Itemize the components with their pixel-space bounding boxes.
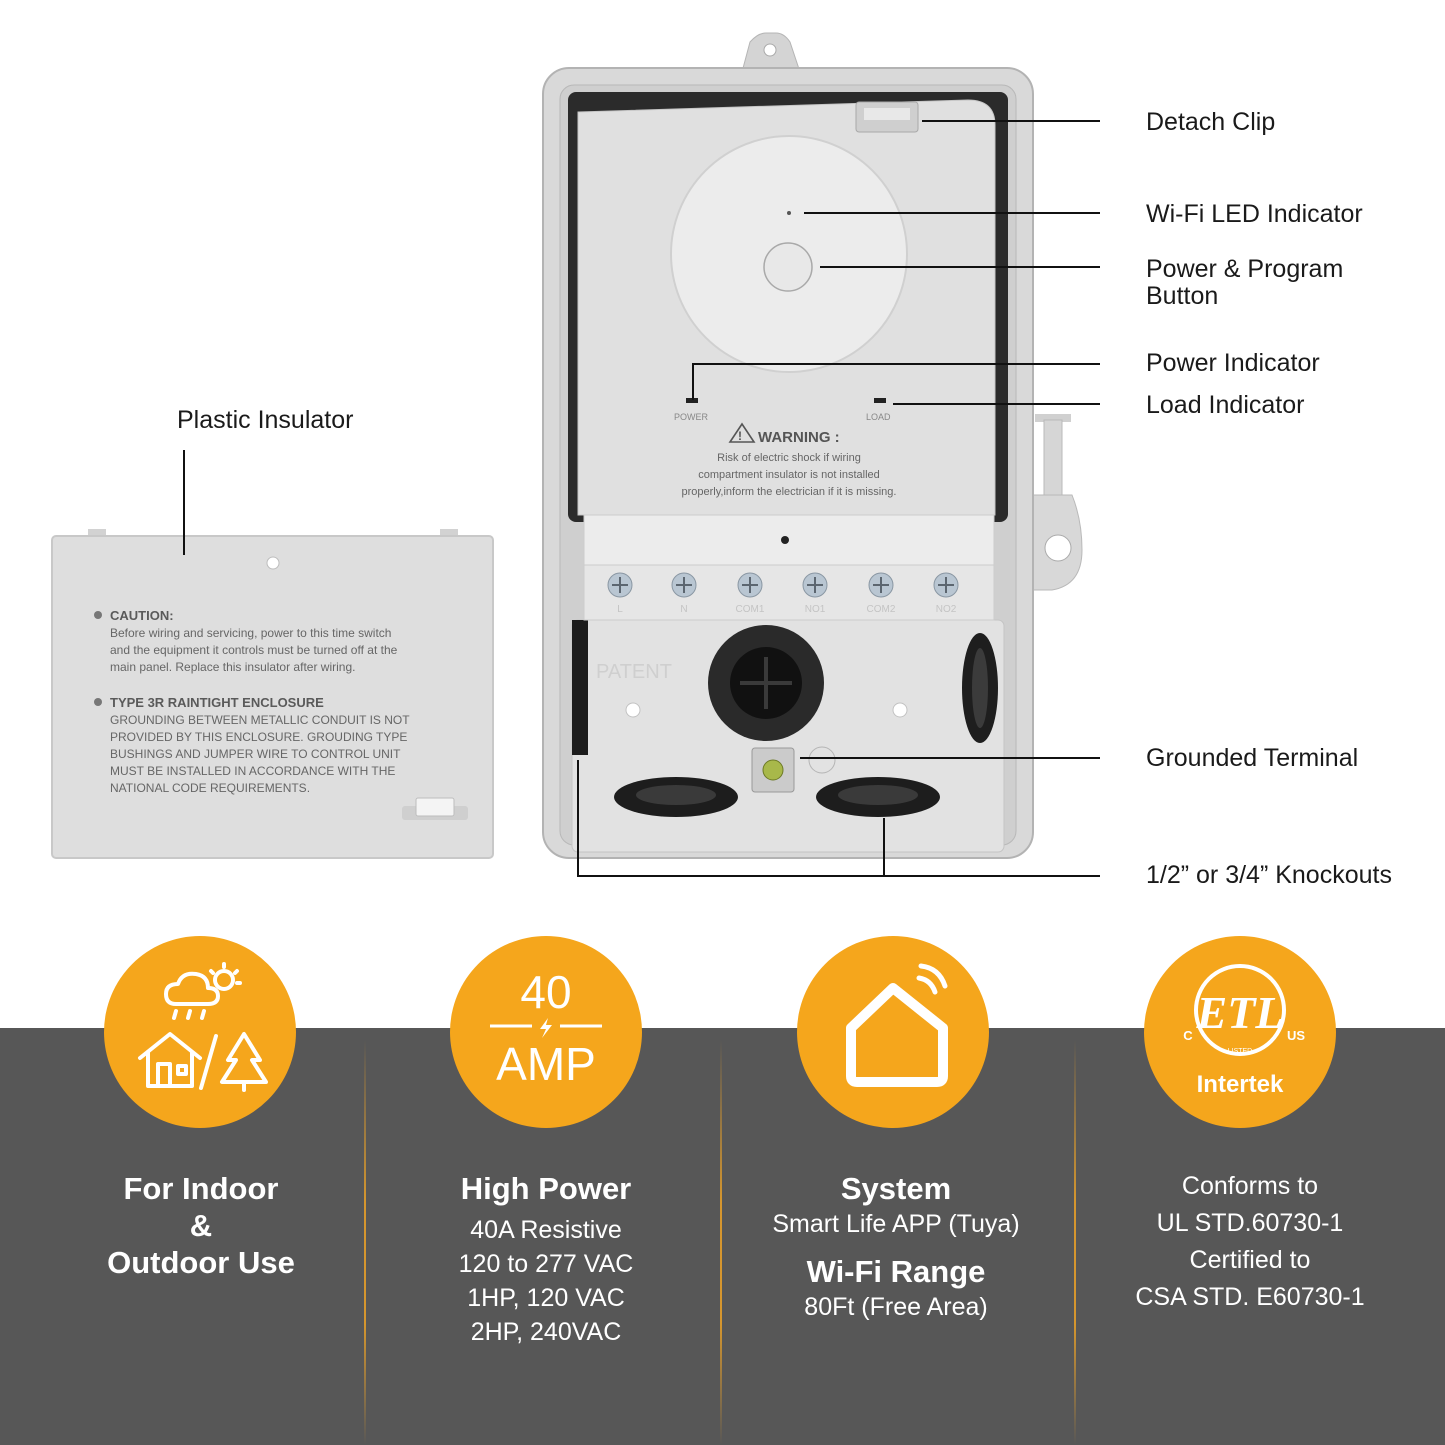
callout-power-program-line-2: Button — [1146, 282, 1219, 310]
type3r-line-2: PROVIDED BY THIS ENCLOSURE. GROUDING TYP… — [110, 730, 407, 744]
feature-high-power: High Power 40A Resistive 120 to 277 VAC … — [376, 1170, 716, 1349]
enclosure: POWER LOAD ! WARNING : Risk of electric … — [542, 32, 1083, 859]
type3r-title: TYPE 3R RAINTIGHT ENCLOSURE — [110, 695, 324, 710]
feature-cert-line-3: Certified to — [1189, 1246, 1311, 1274]
feature-power-line-2: 120 to 277 VAC — [458, 1250, 634, 1278]
power-led-label: POWER — [674, 412, 709, 422]
terminal-label-l: L — [617, 604, 623, 615]
feature-power-line-3: 1HP, 120 VAC — [467, 1284, 625, 1312]
cert-us: US — [1287, 1028, 1305, 1043]
feature-divider — [720, 1040, 722, 1445]
feature-cert-line-1: Conforms to — [1181, 1172, 1319, 1200]
caution-line-2: and the equipment it controls must be tu… — [110, 643, 398, 657]
feature-divider — [364, 1040, 366, 1445]
terminal-label-no1: NO1 — [805, 604, 826, 615]
terminal-label-n: N — [680, 604, 687, 615]
terminal-label-no2: NO2 — [936, 604, 957, 615]
feature-power-title: High Power — [460, 1171, 632, 1206]
callout-power-program-button: Power & Program Button — [1146, 256, 1343, 310]
cert-c: C — [1183, 1028, 1193, 1043]
callout-detach-clip: Detach Clip — [1146, 108, 1276, 136]
amp-rating-badge: 40 AMP — [450, 936, 642, 1128]
feature-indoor-title-3: Outdoor Use — [107, 1245, 295, 1280]
svg-text:!: ! — [738, 429, 742, 443]
feature-cert-line-4: CSA STD. E60730-1 — [1135, 1283, 1365, 1311]
load-led-label: LOAD — [866, 412, 891, 422]
feature-range-line: 80Ft (Free Area) — [804, 1293, 988, 1321]
product-diagram: CAUTION: Before wiring and servicing, po… — [51, 32, 1100, 877]
caution-line-3: main panel. Replace this insulator after… — [110, 660, 355, 674]
callout-plastic-insulator: Plastic Insulator — [177, 406, 354, 434]
feature-cert-line-2: UL STD.60730-1 — [1156, 1209, 1344, 1237]
cert-listed: LISTED — [1228, 1048, 1253, 1055]
callout-wifi-led-indicator: Wi-Fi LED Indicator — [1146, 200, 1363, 228]
feature-certification: Conforms to UL STD.60730-1 Certified to … — [1080, 1168, 1420, 1316]
warning-line-3: properly,inform the electrician if it is… — [682, 486, 897, 498]
warning-title: WARNING : — [758, 429, 840, 446]
feature-system-title: System — [840, 1171, 952, 1206]
feature-system: System Smart Life APP (Tuya) Wi-Fi Range… — [726, 1170, 1066, 1324]
cert-brand: Intertek — [1197, 1071, 1284, 1098]
callout-lines — [183, 120, 1100, 877]
type3r-line-5: NATIONAL CODE REQUIREMENTS. — [110, 781, 310, 795]
plastic-insulator-panel: CAUTION: Before wiring and servicing, po… — [51, 529, 494, 859]
type3r-line-4: MUST BE INSTALLED IN ACCORDANCE WITH THE — [110, 764, 395, 778]
terminal-label-com2: COM2 — [867, 604, 896, 615]
caution-title: CAUTION: — [110, 608, 174, 623]
warning-line-1: Risk of electric shock if wiring — [717, 452, 861, 464]
svg-text:ETL: ETL — [1196, 987, 1284, 1038]
feature-power-line-4: 2HP, 240VAC — [470, 1318, 622, 1346]
feature-divider — [1074, 1040, 1076, 1445]
feature-indoor-title-2: & — [189, 1208, 213, 1243]
warning-icon — [728, 422, 756, 443]
feature-range-title: Wi-Fi Range — [806, 1254, 986, 1289]
patent-mark: PATENT — [596, 661, 672, 683]
weather-house-tree-icon — [138, 962, 268, 1092]
type3r-line-3: BUSHINGS AND JUMPER WIRE TO CONTROL UNIT — [110, 747, 401, 761]
amp-value: 40 — [520, 966, 572, 1018]
callout-power-program-line-1: Power & Program — [1146, 255, 1344, 283]
feature-system-line: Smart Life APP (Tuya) — [772, 1210, 1020, 1238]
lightning-divider-icon — [490, 1018, 602, 1038]
feature-power-line-1: 40A Resistive — [470, 1216, 622, 1244]
indoor-outdoor-badge — [104, 936, 296, 1128]
type3r-line-1: GROUNDING BETWEEN METALLIC CONDUIT IS NO… — [110, 713, 410, 727]
callout-load-indicator: Load Indicator — [1146, 391, 1305, 419]
caution-line-1: Before wiring and servicing, power to th… — [110, 626, 391, 640]
smart-home-wifi-icon — [846, 963, 948, 1087]
warning-line-2: compartment insulator is not installed — [698, 469, 880, 481]
terminal-label-com1: COM1 — [736, 604, 765, 615]
callout-grounded-terminal: Grounded Terminal — [1146, 744, 1359, 772]
feature-indoor-title-1: For Indoor — [123, 1171, 279, 1206]
amp-unit: AMP — [496, 1038, 596, 1090]
etl-listed-mark-icon: ETL C US LISTED Intertek — [1183, 964, 1305, 1098]
feature-indoor-outdoor: For Indoor & Outdoor Use — [31, 1170, 371, 1281]
smart-home-badge — [797, 936, 989, 1128]
callout-power-indicator: Power Indicator — [1146, 349, 1320, 377]
terminal-screws — [607, 572, 959, 598]
callout-knockouts: 1/2” or 3/4” Knockouts — [1146, 861, 1392, 889]
etl-cert-badge: ETL C US LISTED Intertek — [1144, 936, 1336, 1128]
